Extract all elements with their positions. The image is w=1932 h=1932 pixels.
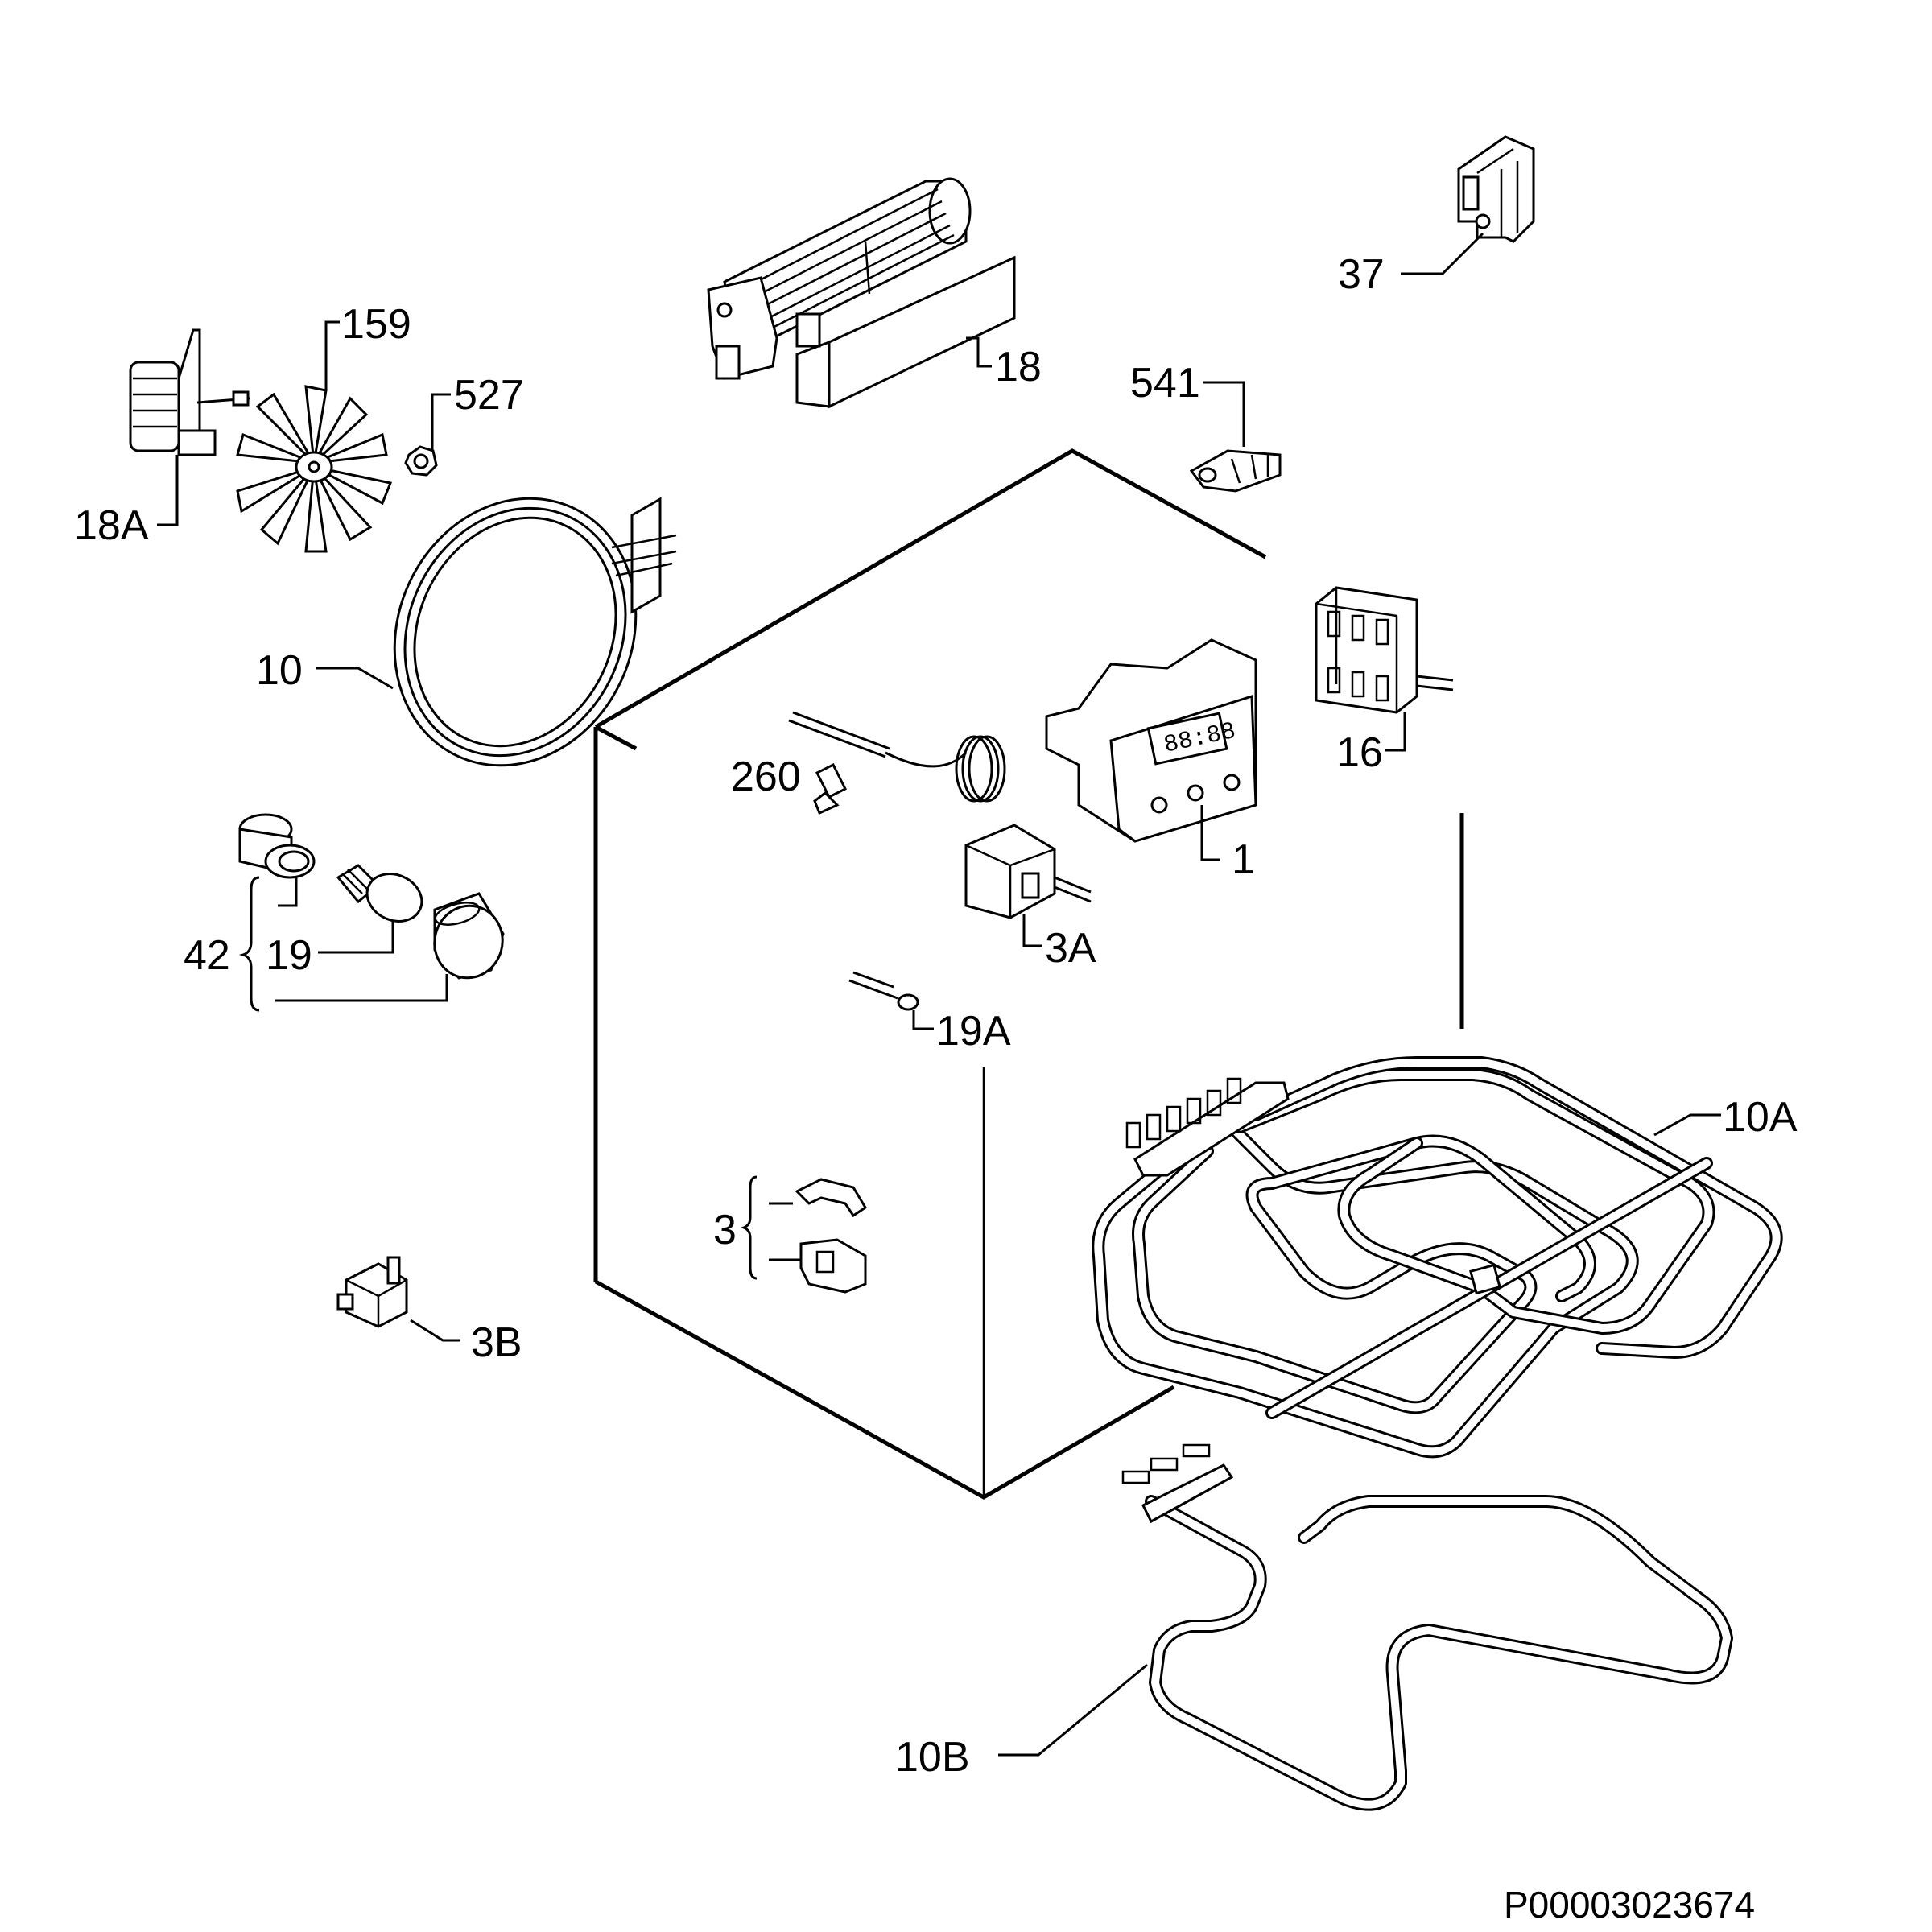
leader-159 (324, 320, 340, 390)
selector-switch-part (1315, 586, 1454, 714)
fan-motor-part (129, 328, 250, 456)
leader-37 (1401, 232, 1484, 275)
diagram-reference-code: P00003023674 (1504, 1884, 1755, 1926)
leader-541 (1203, 381, 1245, 447)
fan-blade-part (236, 385, 393, 553)
label-1: 1 (1232, 836, 1255, 883)
leader-1 (1200, 805, 1220, 861)
switch-37-part (1457, 135, 1535, 243)
label-16: 16 (1336, 729, 1383, 776)
label-260: 260 (731, 753, 801, 800)
leader-3B (410, 1319, 460, 1342)
leader-10 (316, 667, 394, 690)
leader-527 (431, 393, 451, 451)
thermostat-part (788, 711, 1092, 919)
brace-3 (740, 1175, 758, 1280)
oven-cavity-box (593, 448, 1464, 1500)
lamp-bulb-part (336, 864, 423, 923)
label-42: 42 (184, 932, 230, 979)
label-159: 159 (341, 301, 411, 348)
electronic-timer-part: 88:88 (1045, 638, 1257, 843)
label-541: 541 (1130, 360, 1200, 407)
tangential-fan-part (707, 177, 1016, 409)
label-18A: 18A (74, 502, 149, 549)
label-37: 37 (1338, 251, 1385, 298)
label-10A: 10A (1723, 1094, 1798, 1141)
nut-527-part (404, 445, 438, 477)
thermal-cutout-part (336, 1256, 408, 1328)
label-527: 527 (454, 372, 524, 419)
leader-3A (1022, 914, 1042, 947)
label-3A: 3A (1045, 925, 1096, 972)
label-19A: 19A (936, 1008, 1011, 1055)
leader-42-holder (278, 877, 298, 907)
brace-42 (238, 876, 260, 1012)
lamp-glass-cover-part (433, 892, 505, 980)
label-19: 19 (266, 932, 312, 979)
connector-541-part (1189, 449, 1282, 493)
label-3B: 3B (471, 1319, 522, 1366)
leader-18 (966, 336, 992, 368)
label-10: 10 (256, 647, 303, 694)
leader-19A (912, 1010, 934, 1030)
circular-heater-part (393, 497, 677, 767)
sensor-19A-part (848, 971, 919, 1011)
label-18: 18 (995, 344, 1042, 390)
leader-16 (1385, 712, 1406, 752)
leader-10A (1653, 1113, 1721, 1137)
label-3: 3 (713, 1207, 737, 1253)
grill-heater-part (1092, 1056, 1783, 1459)
label-10B: 10B (895, 1734, 970, 1781)
bottom-heater-part (1121, 1443, 1733, 1811)
leader-10B (998, 1663, 1148, 1757)
clip-3-part (795, 1178, 868, 1294)
leader-19 (318, 922, 394, 954)
connector-260-part (813, 762, 848, 815)
leader-18A (157, 455, 179, 526)
lamp-holder-part (238, 813, 316, 879)
leader-42-cover (275, 974, 448, 1002)
